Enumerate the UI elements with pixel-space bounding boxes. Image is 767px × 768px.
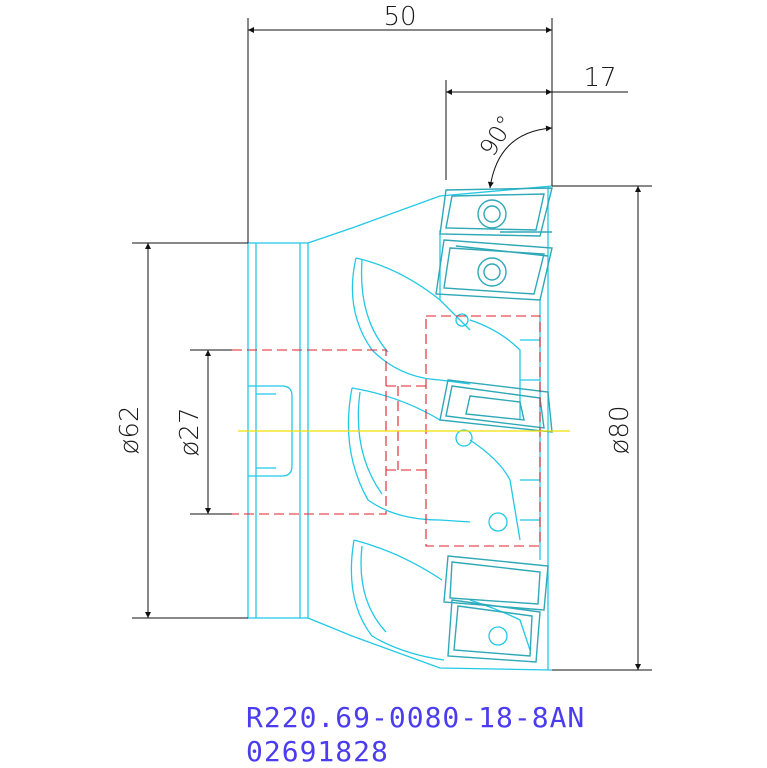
dim-shank-diameter: ø62	[115, 406, 145, 455]
dim-insert-length: 17	[583, 63, 616, 93]
order-code-label: 02691828	[246, 735, 389, 768]
dim-angle: 90°	[474, 110, 520, 161]
dim-cutting-diameter: ø80	[605, 406, 635, 455]
dim-overall-length: 50	[383, 2, 416, 32]
insert-lower	[443, 555, 549, 663]
insert-top	[439, 187, 553, 237]
dim-bore-diameter: ø27	[175, 408, 205, 457]
hidden-bore-lines	[232, 315, 541, 547]
tool-body-outline	[247, 185, 553, 671]
part-number-label: R220.69-0080-18-8AN	[246, 701, 586, 734]
insert-second	[435, 239, 553, 301]
cutting-inserts	[435, 187, 553, 663]
dimension-lines	[132, 18, 652, 671]
insert-middle	[439, 379, 553, 433]
